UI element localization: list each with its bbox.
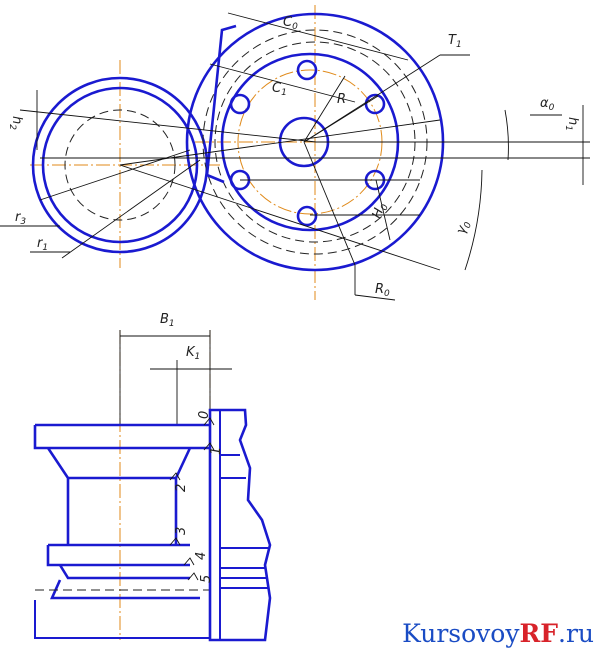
label-c1: C1 <box>272 81 287 98</box>
disk-section <box>208 408 272 642</box>
label-c0: C0 <box>283 15 298 32</box>
point-markers <box>169 417 215 581</box>
label-r0: R0 <box>375 282 390 299</box>
point-label-1: 1 <box>209 447 224 455</box>
top-view: C0 T1 C1 R α0 h1 h2 H0 γ0 R0 r3 r1 <box>0 5 590 301</box>
point-label-4: 4 <box>194 552 209 560</box>
point-label-3: 3 <box>174 527 189 535</box>
label-r3: r3 <box>15 210 26 227</box>
point-label-0: 0 <box>197 411 212 419</box>
knife-profile <box>205 24 237 184</box>
point-label-5: 5 <box>199 575 214 583</box>
label-gamma0: γ0 <box>454 218 475 237</box>
label-b1: B1 <box>160 312 175 329</box>
label-t1: T1 <box>448 33 462 50</box>
bolt-holes <box>229 59 386 227</box>
bolt-hole <box>296 59 318 81</box>
bolt-hole <box>229 93 251 115</box>
gamma-dimension-arc <box>464 169 483 271</box>
bottom-view: B1 K1 0 1 2 3 4 5 <box>33 312 272 642</box>
label-k1: K1 <box>186 345 200 362</box>
point-label-2: 2 <box>174 484 189 492</box>
bolt-hole <box>364 93 386 115</box>
label-h0: H0 <box>370 201 391 222</box>
label-r1: r1 <box>37 236 48 253</box>
label-h1: h1 <box>563 117 580 131</box>
watermark: KursovoyRF.ru <box>402 619 594 648</box>
h0-dimension-line <box>375 179 391 241</box>
label-alpha0: α0 <box>540 96 555 113</box>
roller-inner-circle <box>41 86 199 244</box>
label-r: R <box>337 92 346 107</box>
construction-lines <box>0 12 590 301</box>
roller-profile <box>33 423 210 600</box>
alpha-dimension-arc <box>504 109 509 161</box>
roller-dashed-circle <box>64 109 176 221</box>
roller-base <box>34 600 211 639</box>
bolt-hole <box>296 205 318 227</box>
label-h2: h2 <box>7 116 24 130</box>
